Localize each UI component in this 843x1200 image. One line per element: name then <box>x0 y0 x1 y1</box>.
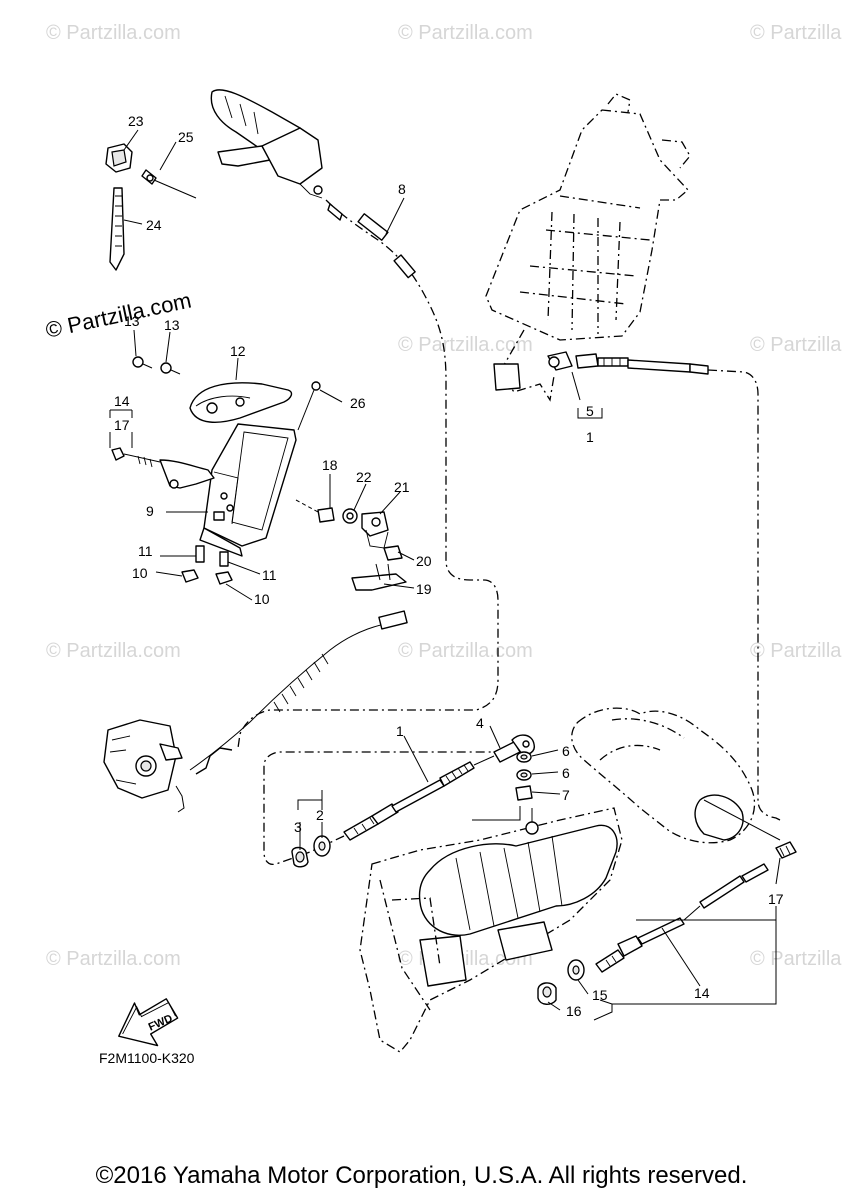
leader-lines <box>109 129 781 1021</box>
callout-9: 9 <box>146 503 154 519</box>
collar-22 <box>342 508 358 524</box>
callout-1b: 1 <box>396 723 404 739</box>
callout-7: 7 <box>562 787 570 803</box>
copyright-notice: ©2016 Yamaha Motor Corporation, U.S.A. A… <box>95 1162 748 1189</box>
rivet-25 <box>141 169 197 199</box>
watermark: © Partzilla.com <box>398 22 533 44</box>
diagram-code: F2M1100-K320 <box>99 1050 195 1066</box>
fitting-17 <box>775 841 797 859</box>
watermark: © Partzilla.com <box>750 22 843 44</box>
cover-12 <box>189 382 293 423</box>
callout-18: 18 <box>322 457 338 473</box>
callout-26: 26 <box>350 395 366 411</box>
washer-6a <box>516 751 532 763</box>
studs-11 <box>195 545 229 567</box>
callout-14b: 14 <box>694 985 710 1001</box>
callout-17a: 17 <box>114 417 130 433</box>
callout-12: 12 <box>230 343 246 359</box>
callout-3: 3 <box>294 819 302 835</box>
watermark: © Partzilla.com <box>46 22 181 44</box>
callout-4: 4 <box>476 715 484 731</box>
callout-14a: 14 <box>114 393 130 409</box>
watermark: © Partzilla.com <box>46 948 181 970</box>
jet-nozzle-housing <box>571 707 781 844</box>
callout-19: 19 <box>416 581 432 597</box>
callouts: 23 25 24 8 13 13 12 26 14 17 9 18 22 21 … <box>114 113 784 1019</box>
throttle-unit <box>103 719 185 813</box>
callout-13a: 13 <box>124 313 140 329</box>
lever-arm-17 <box>111 447 215 489</box>
pin-18 <box>295 499 335 523</box>
callout-21: 21 <box>394 479 410 495</box>
watermark: © Partzilla.com <box>398 640 533 662</box>
callout-16: 16 <box>566 1003 582 1019</box>
nut-3 <box>291 846 309 868</box>
callout-15: 15 <box>592 987 608 1003</box>
jet-pump-body <box>359 807 623 1053</box>
shift-cable-1 <box>263 751 498 866</box>
callout-13b: 13 <box>164 317 180 333</box>
callout-2: 2 <box>316 807 324 823</box>
callout-20: 20 <box>416 553 432 569</box>
watermark: © Partzilla.com <box>750 640 843 662</box>
nut-7 <box>515 785 533 801</box>
steering-column <box>485 93 691 402</box>
callout-17b: 17 <box>768 891 784 907</box>
washer-2 <box>313 835 331 857</box>
callout-10b: 10 <box>254 591 270 607</box>
joint-21 <box>361 511 389 549</box>
nuts-10 <box>181 569 233 585</box>
watermark: © Partzilla.com <box>750 948 843 970</box>
cable-tie-24 <box>109 187 125 271</box>
nut-20 <box>383 545 403 561</box>
watermark: © Partzilla.com <box>750 334 843 356</box>
fitting-19 <box>351 563 407 591</box>
nut-16 <box>537 982 557 1005</box>
callout-5: 5 <box>586 403 594 419</box>
callout-10a: 10 <box>132 565 148 581</box>
callout-1a: 1 <box>586 429 594 445</box>
throttle-cable-lower <box>189 610 408 771</box>
callout-24: 24 <box>146 217 162 233</box>
callout-25: 25 <box>178 129 194 145</box>
screw-13b <box>160 362 181 375</box>
callout-11b: 11 <box>262 567 277 583</box>
screw-13a <box>132 356 153 369</box>
cable-end-5 <box>575 353 781 821</box>
watermark: © Partzilla.com <box>46 640 181 662</box>
washer-6b <box>516 769 532 781</box>
callout-6b: 6 <box>562 765 570 781</box>
callout-11a: 11 <box>138 543 153 559</box>
callout-23: 23 <box>128 113 144 129</box>
washer-15 <box>567 959 585 981</box>
callout-8: 8 <box>398 181 406 197</box>
handlebar-grip <box>210 89 323 199</box>
steering-cable-14 <box>595 863 769 973</box>
screw-26 <box>297 381 321 431</box>
rod-end-4 <box>493 734 536 763</box>
clip-23 <box>105 143 133 173</box>
throttle-cable <box>195 199 499 775</box>
fwd-arrow: FWD <box>118 998 179 1047</box>
callout-6a: 6 <box>562 743 570 759</box>
watermark: © Partzilla.com <box>398 334 533 356</box>
callout-22: 22 <box>356 469 372 485</box>
bracket-9 <box>199 423 297 557</box>
